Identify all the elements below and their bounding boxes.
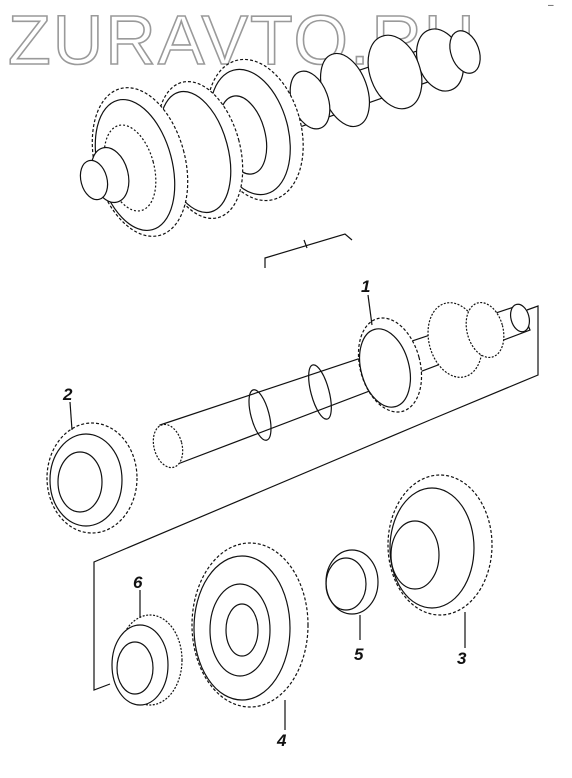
group-bracket (264, 233, 353, 268)
callout-3: 3 (457, 612, 467, 668)
callout-label-1: 1 (361, 277, 370, 296)
callout-label-4: 4 (276, 731, 287, 750)
callout-label-6: 6 (133, 573, 143, 592)
main-shaft (152, 301, 531, 469)
right-bracket (429, 305, 539, 421)
corner-mark: – (548, 0, 554, 11)
assembled-shaft (79, 28, 481, 237)
gear-part-4 (191, 542, 309, 708)
callout-label-2: 2 (62, 385, 73, 404)
gear-part-2 (46, 422, 138, 534)
callout-label-3: 3 (457, 649, 467, 668)
callout-2: 2 (62, 385, 73, 431)
callout-4: 4 (276, 700, 287, 750)
callout-6: 6 (133, 573, 143, 618)
ring-part-5 (325, 549, 379, 615)
assembled-spline-end (289, 28, 481, 130)
assembled-gear-front (79, 87, 189, 237)
gear-part-3 (387, 474, 493, 616)
callout-5: 5 (354, 615, 364, 664)
callout-1: 1 (361, 277, 373, 326)
lower-bracket (93, 419, 431, 691)
bearing-part-6 (111, 614, 183, 706)
callout-label-5: 5 (354, 645, 364, 664)
